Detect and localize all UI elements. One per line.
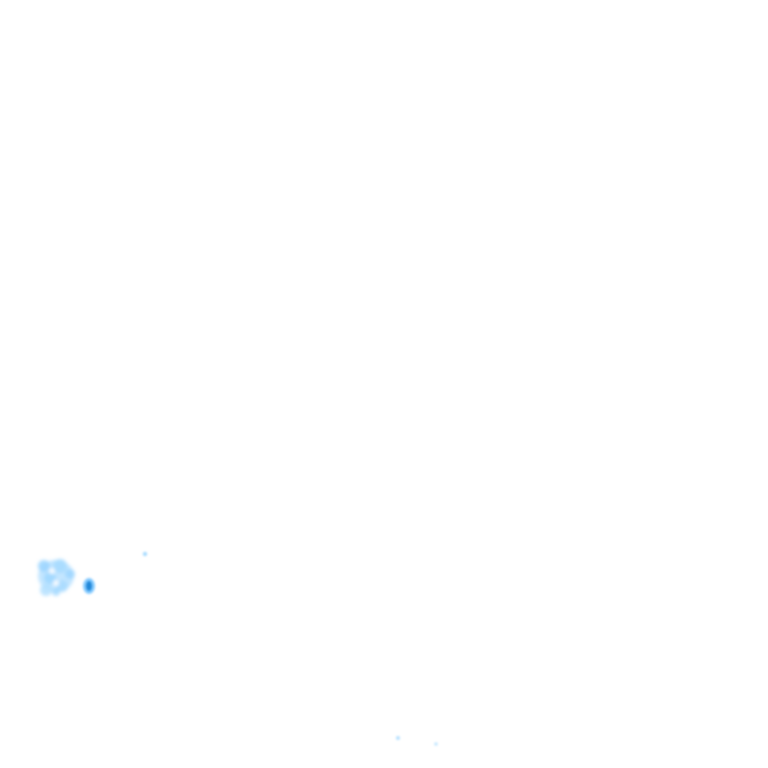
- density-point-2: [396, 736, 400, 740]
- density-cluster-main: [38, 559, 75, 596]
- density-cluster-hotspot: [83, 578, 95, 594]
- density-point-3: [434, 742, 438, 746]
- density-point-1: [142, 551, 148, 557]
